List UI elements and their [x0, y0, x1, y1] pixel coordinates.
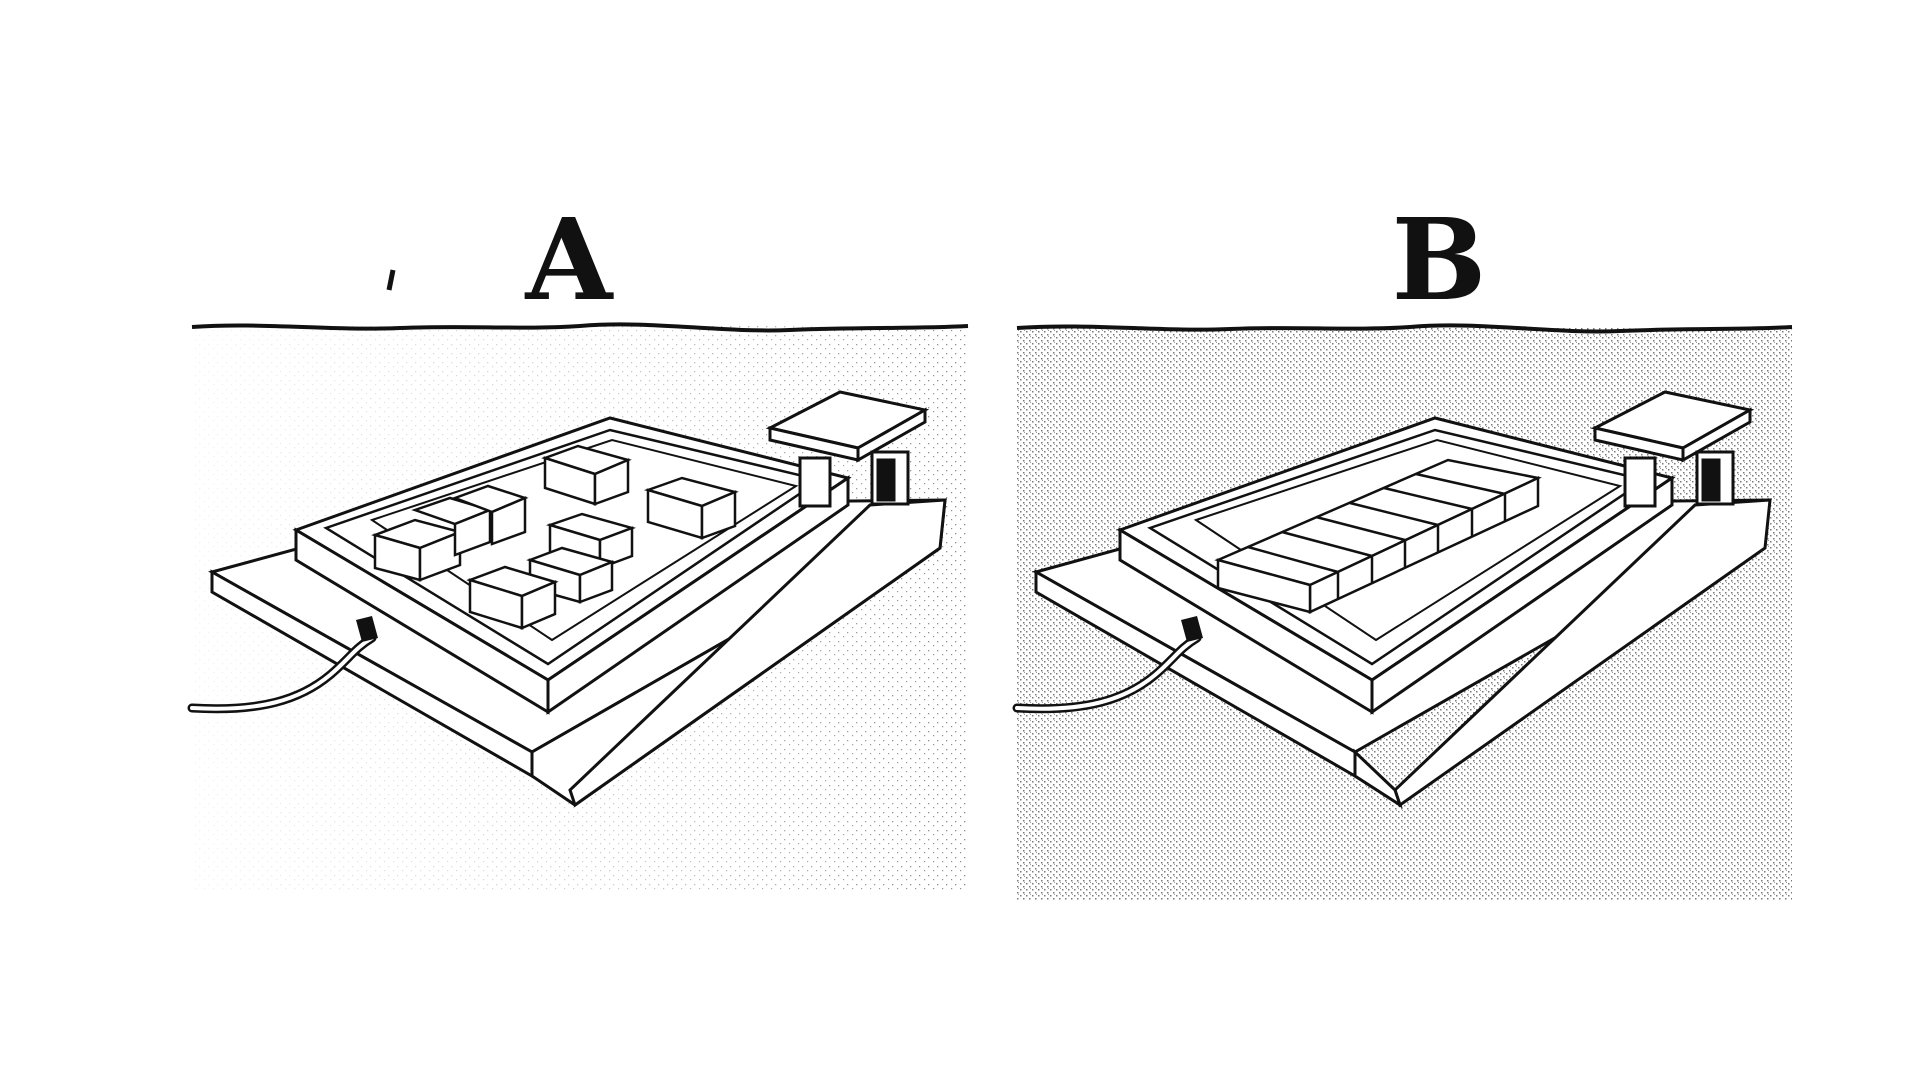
panel-a-horizon-line: [191, 322, 969, 333]
block: [1247, 545, 1339, 574]
panel-b-control-box: [1590, 390, 1755, 508]
block: [1281, 530, 1373, 558]
panel-a-blocks: [371, 444, 739, 630]
block: [1349, 501, 1439, 527]
block: [1415, 472, 1506, 496]
block: [1383, 486, 1473, 511]
stray-mark: [386, 269, 396, 291]
panel-a-label: A: [525, 195, 613, 326]
panel-b: [1012, 323, 1793, 900]
block: [1315, 515, 1406, 542]
panel-a: [187, 322, 969, 890]
panel-b-blocks: [1214, 458, 1542, 614]
panel-b-label: B: [1391, 195, 1487, 326]
panel-b-horizon-line: [1016, 323, 1793, 334]
panel-a-control-box: [765, 390, 930, 508]
